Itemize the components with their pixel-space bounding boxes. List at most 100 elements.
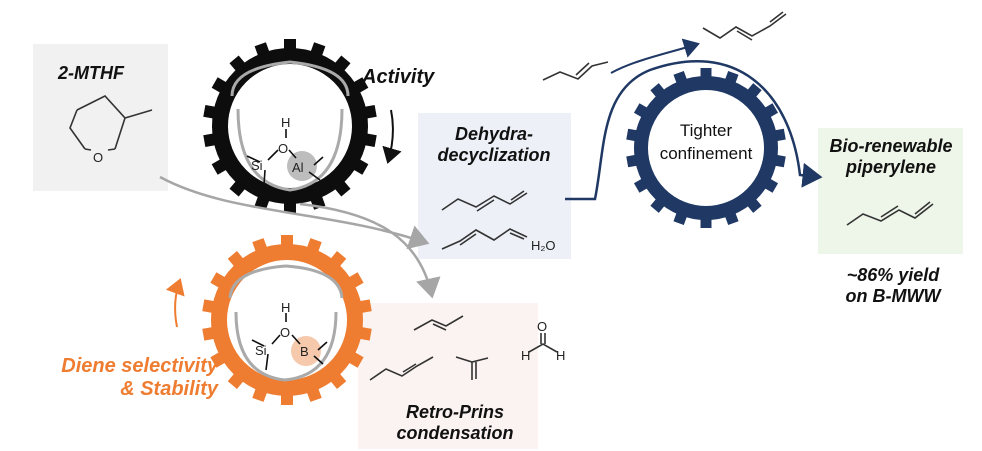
- gear-al-tooth: [229, 55, 246, 71]
- feed-panel: [33, 44, 168, 191]
- gear-b-tooth: [307, 238, 322, 252]
- gear-al-tooth: [364, 104, 377, 119]
- gear-al-tooth: [353, 159, 369, 175]
- mthf-molecule: [69, 95, 153, 150]
- gear-b-tooth: [202, 299, 215, 313]
- gear-b-tooth: [227, 251, 244, 267]
- gear-al-tooth: [211, 159, 227, 175]
- activity-arrow: [382, 109, 402, 164]
- retro-line2: condensation: [396, 422, 514, 443]
- gear-conf-band: [634, 76, 778, 220]
- gear-conf-tooth: [774, 128, 786, 142]
- gear-al-band: [212, 48, 368, 204]
- arrow-into-confinement: [565, 60, 823, 201]
- formaldehyde-h-right: H: [556, 348, 565, 363]
- gear-b-tooth: [307, 388, 322, 402]
- dehydra-line2: decyclization: [437, 144, 551, 165]
- gear-al-tooth: [229, 181, 246, 197]
- confinement-line1: Tighter: [680, 121, 733, 140]
- gear-al-tooth: [203, 104, 216, 119]
- stability-line1: Diene selectivity: [61, 355, 218, 377]
- gear-conf-tooth: [700, 219, 712, 228]
- gear-b-tooth: [252, 388, 267, 402]
- gear-b-tooth: [359, 327, 372, 341]
- yield-line2: on B-MWW: [845, 285, 941, 306]
- yield-line1: ~86% yield: [846, 265, 940, 285]
- confinement-line2: confinement: [660, 144, 753, 163]
- gear-conf-tooth: [774, 154, 786, 168]
- formaldehyde-h-left: H: [521, 348, 530, 363]
- gear-al-tooth: [334, 55, 351, 71]
- stability-arrow: [165, 278, 185, 328]
- b-site: [228, 264, 344, 382]
- confinement-ring: [626, 68, 786, 228]
- al-site-h: H: [281, 115, 290, 130]
- gear-conf-tooth: [725, 70, 739, 84]
- stability-line2: & Stability: [120, 378, 218, 400]
- gear-al-tooth: [284, 39, 296, 49]
- gear-b-tooth: [281, 395, 293, 405]
- product-line1: Bio-renewable: [829, 136, 953, 156]
- dehydra-dienes: [441, 190, 528, 250]
- gear-b-tooth: [359, 299, 372, 313]
- al-site-o: O: [278, 141, 288, 156]
- gear-b-tooth: [330, 373, 347, 389]
- formaldehyde-o: O: [537, 319, 547, 334]
- gear-conf-tooth: [633, 178, 648, 193]
- al-site: [230, 60, 350, 192]
- gear-al-tooth: [310, 42, 326, 56]
- gear-conf-tooth: [650, 198, 665, 213]
- product-line2: piperylene: [845, 156, 937, 177]
- gear-conf-tooth: [747, 83, 762, 98]
- retro-line1: Retro-Prins: [405, 402, 504, 422]
- gear-al-tooth: [364, 133, 377, 148]
- dehydra-line1: Dehydra-: [454, 124, 534, 144]
- gear-b-tooth: [348, 352, 364, 368]
- gear-al-tooth: [284, 203, 296, 213]
- top-dienes: [542, 11, 787, 81]
- gear-conf-tooth: [725, 212, 739, 226]
- al-zeolite-ring: [203, 39, 377, 213]
- dehydra-panel: [418, 113, 571, 259]
- gear-conf-tooth: [700, 68, 712, 77]
- arrow-to-retro: [299, 202, 441, 299]
- gear-b-tooth: [210, 352, 226, 368]
- b-zeolite-ring: [202, 235, 372, 405]
- retro-fragments: [369, 315, 558, 381]
- b-site-o: O: [280, 325, 290, 340]
- b-site-h: H: [281, 300, 290, 315]
- product-panel: [818, 128, 963, 254]
- gear-b-tooth: [252, 238, 267, 252]
- gear-b-band: [211, 244, 363, 396]
- al-site-al: Al: [292, 160, 304, 175]
- product-label: Bio-renewable piperylene: [812, 136, 970, 177]
- feed-label: 2-MTHF: [58, 63, 124, 83]
- gear-conf-tooth: [650, 83, 665, 98]
- gear-conf-tooth: [764, 103, 779, 118]
- gear-b-tooth: [348, 272, 364, 288]
- dehydra-label: Dehydra- decyclization: [424, 124, 564, 165]
- gear-conf-tooth: [673, 212, 687, 226]
- mthf-oxygen: O: [93, 150, 103, 165]
- arrow-byproduct: [610, 38, 700, 74]
- product-molecule: [846, 201, 934, 226]
- gear-b-tooth: [330, 251, 347, 267]
- yield-label: ~86% yield on B-MWW: [818, 265, 968, 306]
- gear-al-tooth: [353, 77, 369, 93]
- al-site-si: Si: [251, 158, 263, 173]
- stability-label: Diene selectivity & Stability: [8, 355, 218, 401]
- gear-al-tooth: [211, 77, 227, 93]
- water-label: H₂O: [531, 238, 556, 253]
- gear-b-tooth: [202, 327, 215, 341]
- gear-b-tooth: [281, 235, 293, 245]
- gear-b-tooth: [210, 272, 226, 288]
- b-site-b: B: [300, 344, 309, 359]
- gear-al-tooth: [334, 181, 351, 197]
- gear-al-tooth: [203, 133, 216, 148]
- gear-al-tooth: [254, 42, 270, 56]
- gear-conf-tooth: [626, 154, 638, 168]
- b-site-si: Si: [255, 343, 267, 358]
- activity-label: Activity: [362, 66, 435, 88]
- al-atom-highlight: [287, 151, 317, 181]
